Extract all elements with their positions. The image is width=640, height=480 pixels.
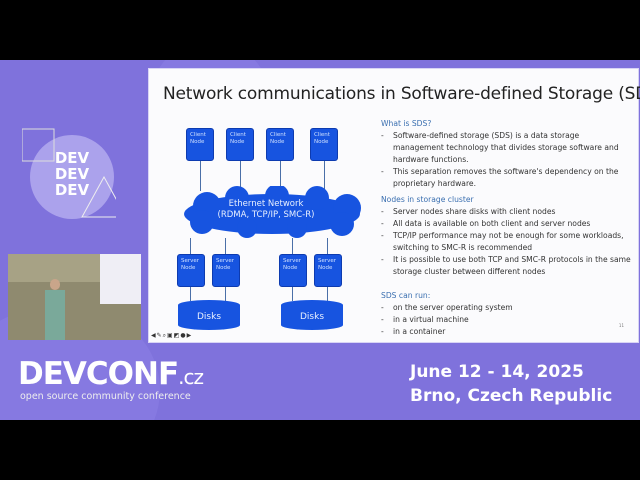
connector xyxy=(327,287,328,301)
devconf-wordmark: DEVCONF.cz xyxy=(18,356,204,392)
page-number: 11 xyxy=(618,323,624,328)
section-heading: What is SDS? xyxy=(381,119,432,128)
network-protocols: (RDMA, TCP/IP, SMC-R) xyxy=(217,210,315,220)
connector xyxy=(225,287,226,301)
forward-icon[interactable]: ▶ xyxy=(186,332,193,339)
connector xyxy=(292,287,293,301)
slideshow-toolbar[interactable]: ◀✎⌕▣◩●▶ xyxy=(151,332,192,340)
brand-name: DEVCONF xyxy=(18,356,179,392)
event-dates: June 12 - 14, 2025 xyxy=(410,362,584,382)
connector xyxy=(240,161,241,191)
svg-text:DEV: DEV xyxy=(55,165,90,183)
event-info: June 12 - 14, 2025 Brno, Czech Republic xyxy=(410,360,612,408)
more-icon[interactable]: ● xyxy=(180,332,187,339)
event-location: Brno, Czech Republic xyxy=(410,386,613,406)
bullet: in a container xyxy=(381,326,631,338)
network-label: Ethernet Network (RDMA, TCP/IP, SMC-R) xyxy=(177,199,355,221)
connector xyxy=(190,238,191,254)
ethernet-network-cloud xyxy=(184,186,361,238)
network-name: Ethernet Network xyxy=(228,199,304,209)
tagline: open source community conference xyxy=(20,391,191,402)
server-node: Server Node xyxy=(177,254,205,287)
back-icon[interactable]: ◀ xyxy=(151,332,157,339)
speaker xyxy=(50,279,60,290)
slide-title: Network communications in Software-defin… xyxy=(163,84,640,104)
slides-icon[interactable]: ▣ xyxy=(167,332,174,339)
server-node: Server Node xyxy=(212,254,240,287)
client-node: Client Node xyxy=(310,128,338,161)
bullet: TCP/IP performance may not be enough for… xyxy=(381,230,631,254)
slide-text: What is SDS? Software-defined storage (S… xyxy=(381,114,631,338)
bullet: Software-defined storage (SDS) is a data… xyxy=(381,130,631,166)
bullet: in a virtual machine xyxy=(381,314,631,326)
section-heading: SDS can run: xyxy=(381,291,431,300)
connector xyxy=(280,161,281,191)
speaker-camera xyxy=(8,254,141,340)
server-node: Server Node xyxy=(279,254,307,287)
client-node: Client Node xyxy=(186,128,214,161)
connector xyxy=(190,287,191,301)
pen-icon[interactable]: ✎ xyxy=(156,332,163,339)
connector xyxy=(292,238,293,254)
bullet: Server nodes share disks with client nod… xyxy=(381,206,631,218)
connector xyxy=(327,238,328,254)
video-frame: DEV DEV DEV Network communications in So… xyxy=(0,60,640,420)
connector xyxy=(200,161,201,191)
connector xyxy=(324,161,325,191)
section-heading: Nodes in storage cluster xyxy=(381,195,474,204)
bullet: This separation removes the software's d… xyxy=(381,166,631,190)
bullet: It is possible to use both TCP and SMC-R… xyxy=(381,254,631,278)
bullet: on the server operating system xyxy=(381,302,631,314)
svg-text:DEV: DEV xyxy=(55,181,90,199)
subtitle-icon[interactable]: ◩ xyxy=(173,332,181,339)
connector xyxy=(225,238,226,254)
server-node: Server Node xyxy=(314,254,342,287)
client-node: Client Node xyxy=(226,128,254,161)
disks: Disks xyxy=(281,300,343,330)
presentation-slide: Network communications in Software-defin… xyxy=(148,68,640,343)
client-node: Client Node xyxy=(266,128,294,161)
disks: Disks xyxy=(178,300,240,330)
svg-text:DEV: DEV xyxy=(55,149,90,167)
brand-suffix: .cz xyxy=(178,365,204,389)
zoom-icon[interactable]: ⌕ xyxy=(162,332,168,339)
devconf-logo: DEV DEV DEV xyxy=(22,128,116,219)
bullet: All data is available on both client and… xyxy=(381,218,631,230)
